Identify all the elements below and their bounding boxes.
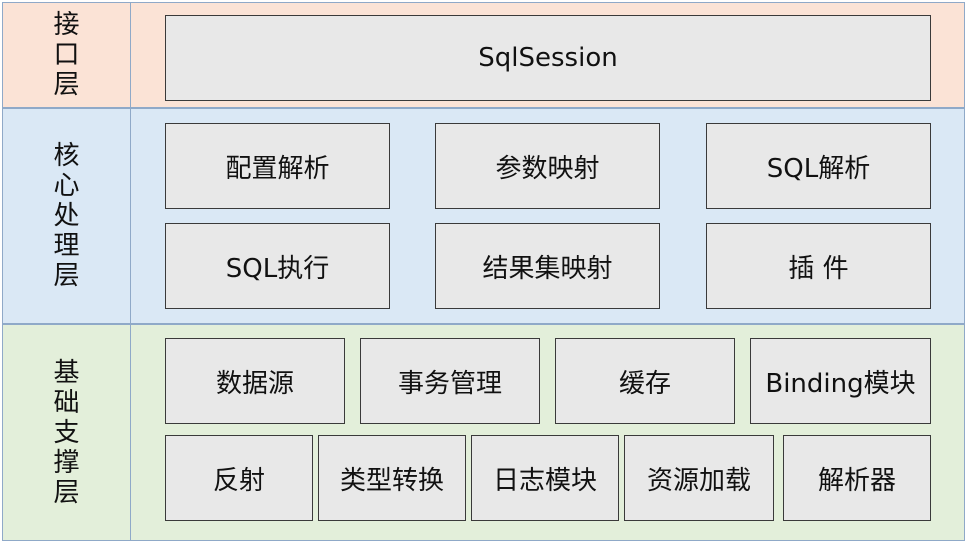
module-datasource: 数据源 <box>165 338 345 424</box>
module-config-parsing: 配置解析 <box>165 123 390 209</box>
module-reflection: 反射 <box>165 435 313 521</box>
module-sqlsession: SqlSession <box>165 15 931 101</box>
module-resultset-mapping: 结果集映射 <box>435 223 660 309</box>
module-sql-parsing: SQL解析 <box>706 123 931 209</box>
module-parser: 解析器 <box>783 435 931 521</box>
module-binding: Binding模块 <box>750 338 931 424</box>
module-plugins: 插 件 <box>706 223 931 309</box>
interface-layer-label: 接口层 <box>3 3 131 107</box>
core-processing-layer: 核心处理层 配置解析 参数映射 SQL解析 SQL执行 结果集映射 插 件 <box>2 108 965 324</box>
base-layer-label-text: 基础支撑层 <box>53 357 80 508</box>
module-type-conversion: 类型转换 <box>318 435 466 521</box>
module-logging: 日志模块 <box>471 435 619 521</box>
core-layer-label: 核心处理层 <box>3 109 131 323</box>
module-sql-execution: SQL执行 <box>165 223 390 309</box>
module-cache: 缓存 <box>555 338 735 424</box>
core-layer-label-text: 核心处理层 <box>53 141 80 291</box>
module-transaction-management: 事务管理 <box>360 338 540 424</box>
base-support-layer: 基础支撑层 数据源 事务管理 缓存 Binding模块 反射 类型转换 日志模块… <box>2 324 965 541</box>
module-resource-loading: 资源加载 <box>624 435 774 521</box>
interface-layer: 接口层 SqlSession <box>2 2 965 108</box>
base-layer-label: 基础支撑层 <box>3 325 131 540</box>
interface-layer-label-text: 接口层 <box>53 10 80 100</box>
module-parameter-mapping: 参数映射 <box>435 123 660 209</box>
